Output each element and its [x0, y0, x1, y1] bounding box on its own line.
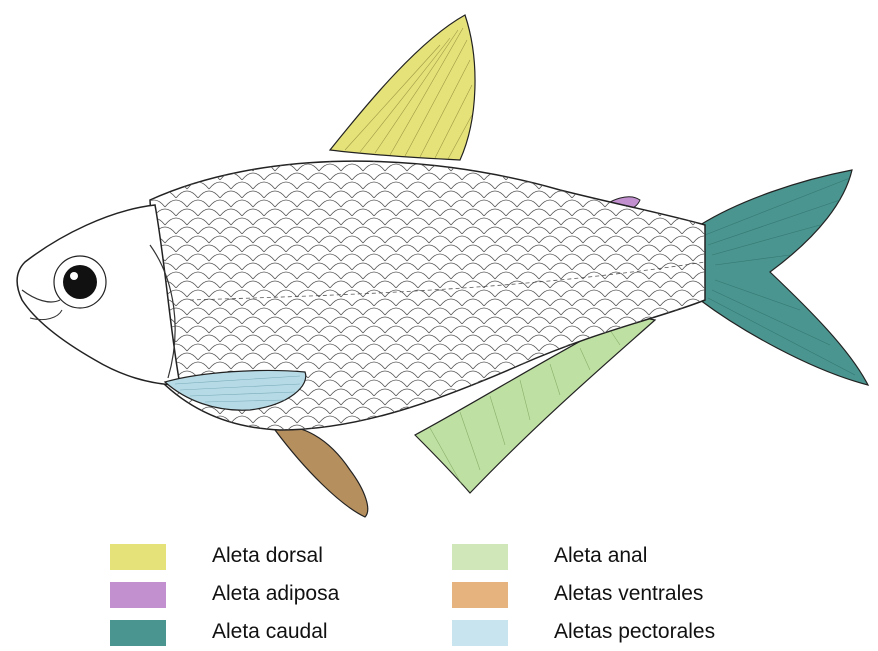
legend-swatch-caudal [110, 620, 166, 646]
legend-label-ventral: Aletas ventrales [554, 580, 703, 608]
legend-swatch-dorsal [110, 544, 166, 570]
legend-label-anal: Aleta anal [554, 542, 647, 570]
fish-illustration [0, 0, 878, 530]
legend-label-pectoral: Aletas pectorales [554, 618, 715, 646]
legend-swatch-ventral [452, 582, 508, 608]
legend-swatch-anal [452, 544, 508, 570]
legend-label-dorsal: Aleta dorsal [212, 542, 323, 570]
caudal-fin [700, 170, 868, 385]
legend-label-adipose: Aleta adiposa [212, 580, 339, 608]
ventral-fin [275, 427, 368, 517]
legend-label-caudal: Aleta caudal [212, 618, 328, 646]
legend-swatch-adipose [110, 582, 166, 608]
legend-swatch-pectoral [452, 620, 508, 646]
